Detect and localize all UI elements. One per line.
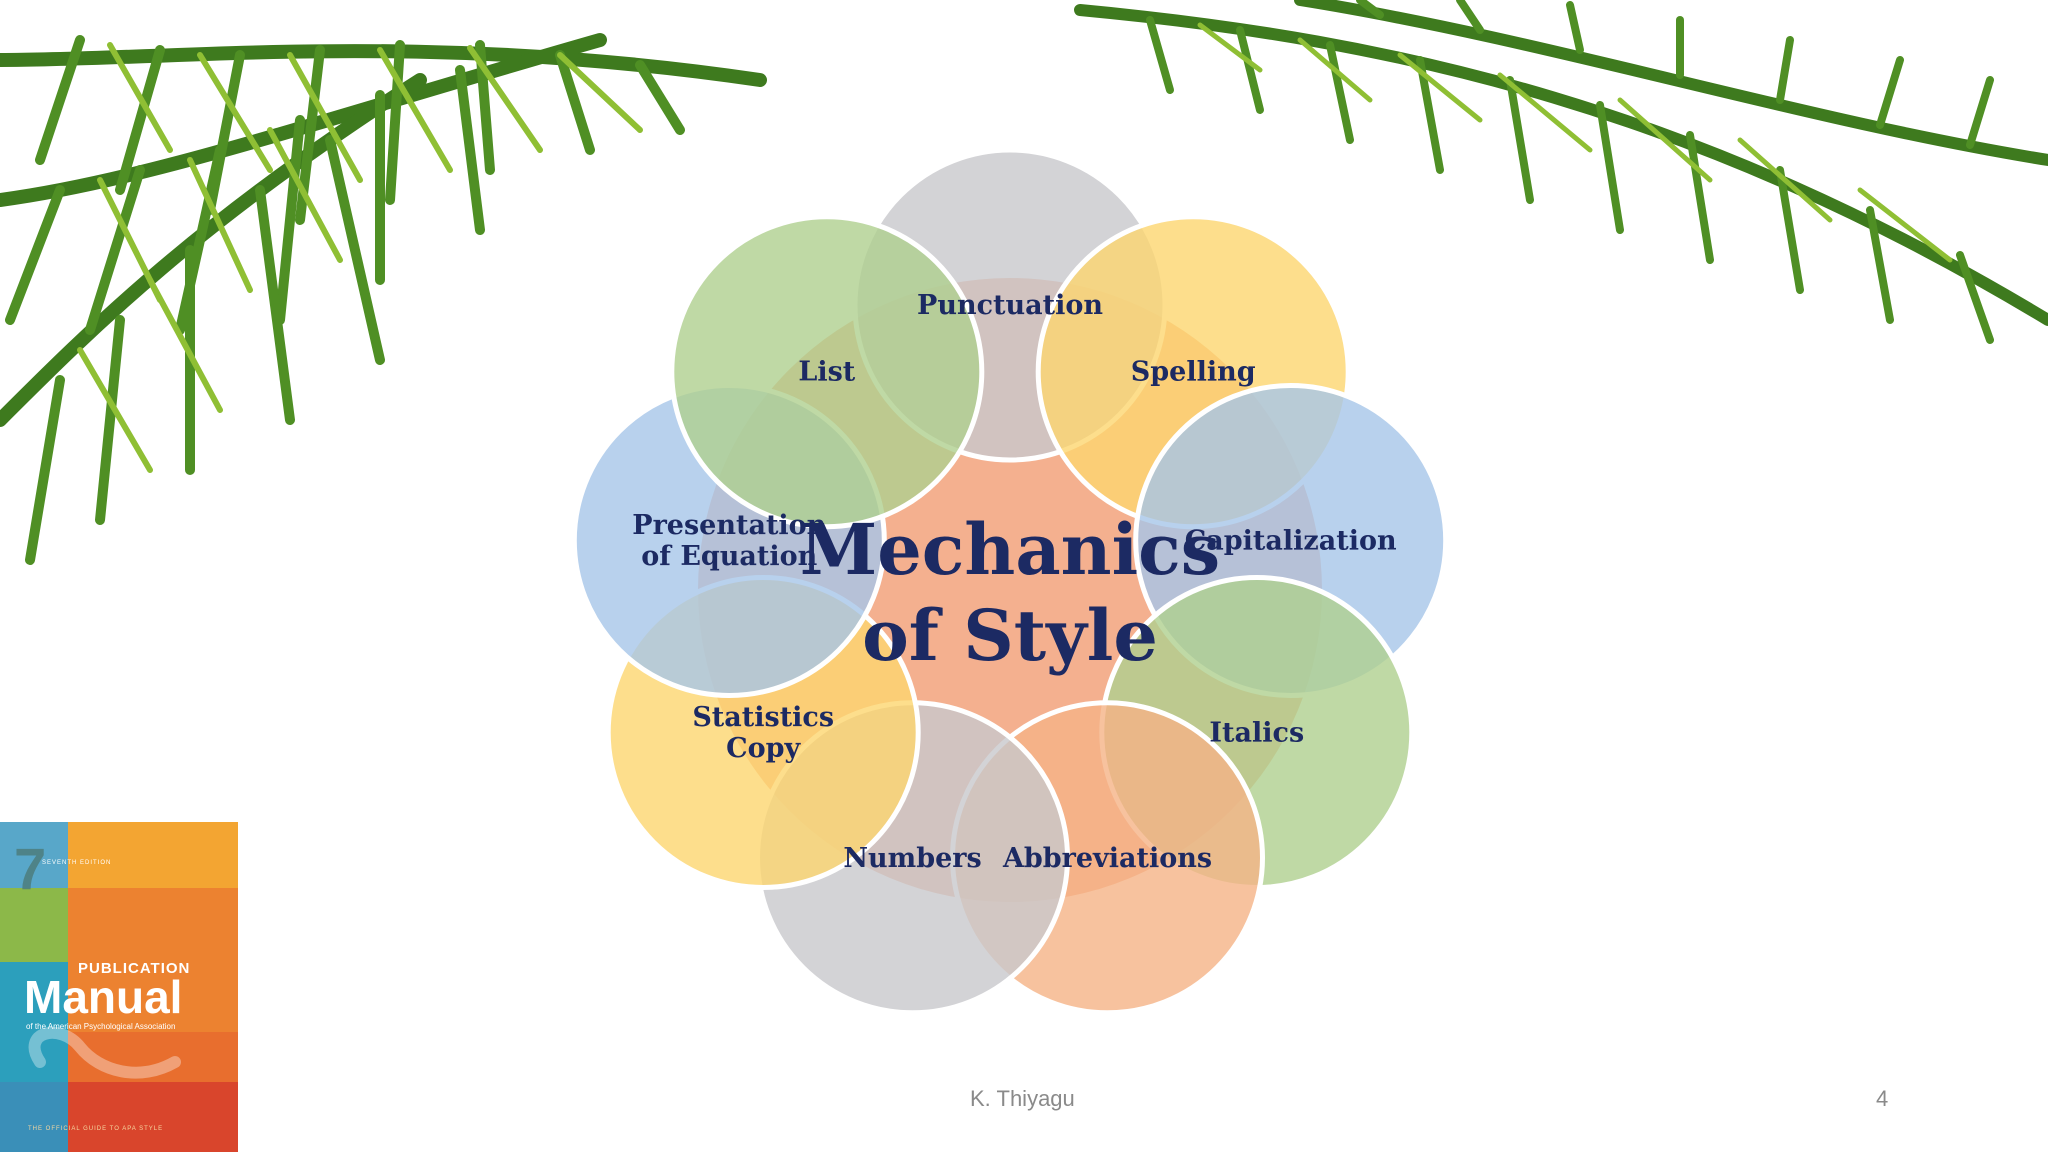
book-tagline: THE OFFICIAL GUIDE TO APA STYLE [28, 1126, 164, 1132]
petal-circle-list [669, 214, 985, 530]
petal-label-capitalization: Capitalization [1185, 526, 1397, 557]
book-edition-label: SEVENTH EDITION [42, 860, 112, 866]
book-block-orange-top [68, 822, 238, 888]
book-block-blue-top [0, 822, 68, 888]
petal-label-list: List [798, 357, 855, 388]
book-subtitle: of the American Psychological Associatio… [26, 1022, 176, 1031]
book-block-orange-low [68, 1032, 238, 1082]
petal-label-punctuation: Punctuation [917, 290, 1103, 321]
petal-label-abbreviations: Abbreviations [1002, 843, 1212, 874]
petal-label-italics: Italics [1209, 718, 1304, 749]
footer-author: K. Thiyagu [970, 1086, 1075, 1111]
book-block-orange-mid [68, 888, 238, 1032]
palm-leaves-right-image [1074, 0, 2048, 344]
book-manual-title: Manual [24, 971, 183, 1023]
petal-label-numbers: Numbers [843, 843, 981, 874]
book-ampersand-mark [28, 1026, 181, 1079]
petal-label-spelling: Spelling [1131, 357, 1256, 388]
book-block-green [0, 888, 68, 962]
book-block-red-bottom [68, 1082, 238, 1152]
book-edition-number: 7 [14, 837, 47, 902]
apa-manual-cover-image: 7 SEVENTH EDITION PUBLICATION Manual of … [0, 822, 238, 1152]
book-publication-label: PUBLICATION [78, 960, 191, 977]
slide-page-number: 4 [1876, 1086, 1889, 1111]
book-block-teal [0, 962, 68, 1082]
palm-leaves-left-image [0, 33, 767, 565]
book-block-blue-bottom [0, 1082, 68, 1152]
